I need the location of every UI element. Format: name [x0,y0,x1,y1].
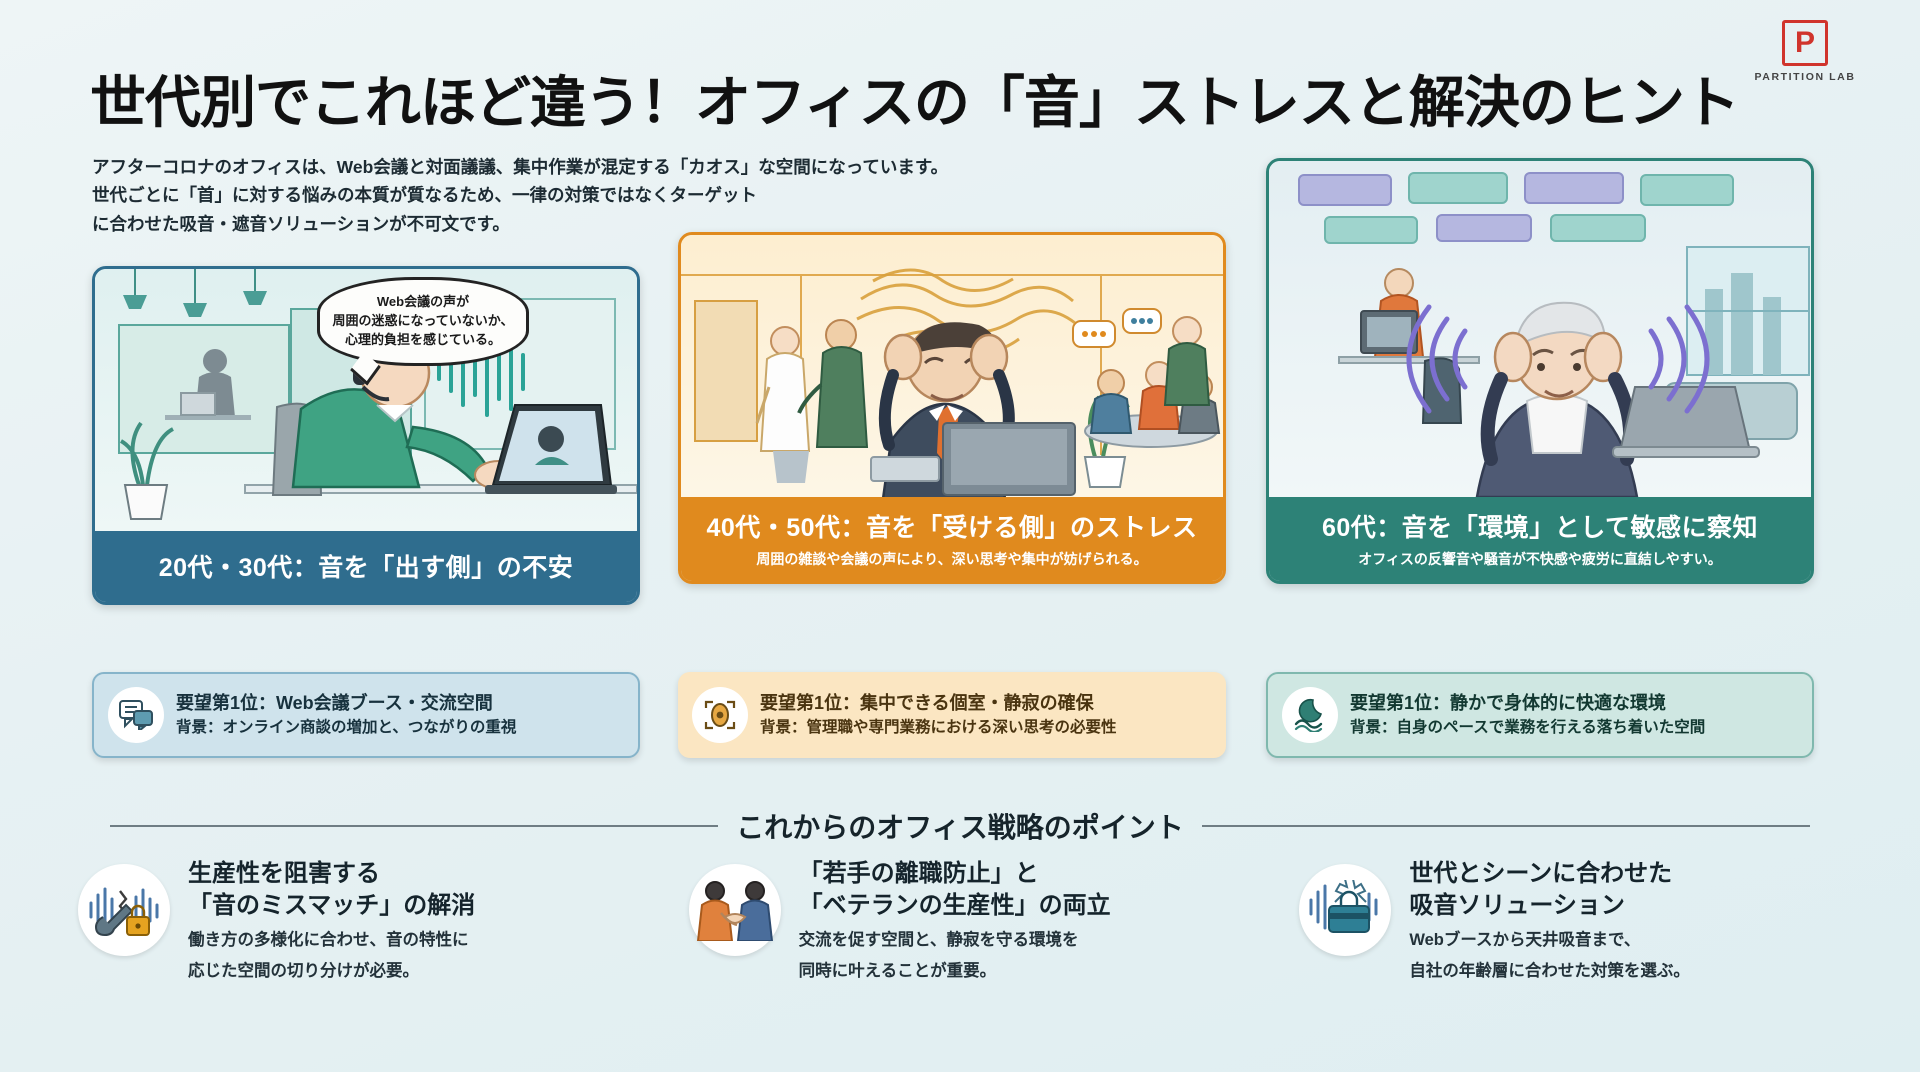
strategy-point-1-title-line-1: 生産性を阻害する [188,860,380,887]
note-40s-50s: 要望第1位：集中できる個室・静寂の確保 背景：管理職や専門業務における深い思考の… [678,672,1226,758]
strategy-point-3: 世代とシーンに合わせた 吸音ソリューション Webブースから天井吸音まで、 自社… [1265,856,1876,1036]
strategy-point-1-body-line-1: 働き方の多様化に合わせ、音の特性に [188,931,469,950]
brand-name: PARTITION LAB [1754,71,1856,83]
strategy-point-3-body-line-1: Webブースから天井吸音まで、 [1409,931,1641,950]
panel-60s-caption-sub: オフィスの反響音や騒音が不快感や疲労に直結しやすい。 [1358,551,1722,567]
partition-lab-logo-icon: P [1782,20,1828,66]
panel-40s-50s-illustration [681,235,1223,497]
divider-line-left [110,825,719,827]
strategy-point-2: 「若手の離職防止」と 「ベテランの生産性」の両立 交流を促す空間と、静寂を守る環… [655,856,1266,1036]
moon-wave-icon [1282,687,1338,743]
strategy-point-3-title-line-1: 世代とシーンに合わせた [1409,860,1673,887]
strategy-point-1-body-line-2: 応じた空間の切り分けが必要。 [188,962,419,981]
intro-paragraph: アフターコロナのオフィスは、Web会議と対面議議、集中作業が混定する「カオス」な… [92,153,1876,238]
panel-60s: 60代：音を「環境」として敏感に察知 オフィスの反響音や騒音が不快感や疲労に直結… [1266,158,1814,584]
panel-40s-50s: 40代・50代：音を「受ける側」のストレス 周囲の雑談や会議の声により、深い思考… [678,232,1226,584]
note-20s-30s-line-2: 背景：オンライン商談の増加と、つながりの重視 [176,719,517,737]
strategy-point-2-title-line-1: 「若手の離職防止」と [798,860,1039,887]
focus-eye-icon [692,687,748,743]
intro-line-1: アフターコロナのオフィスは、Web会議と対面議議、集中作業が混定する「カオス」な… [92,157,949,177]
strategy-point-1: 生産性を阻害する 「音のミスマッチ」の解消 働き方の多様化に合わせ、音の特性に … [44,856,655,1036]
generation-panels: Web会議の声が 周囲の迷惑になっていないか、 心理的負担を感じている。 20代… [44,158,1876,662]
strategy-point-1-title-line-2: 「音のミスマッチ」の解消 [188,892,476,920]
divider-line-right [1201,825,1811,827]
strategy-point-2-title-line-2: 「ベテランの生産性」の両立 [798,892,1111,920]
strategy-heading-text: これからのオフィス戦略のポイント [736,812,1184,843]
strategy-point-2-body-line-2: 同時に叶えることが重要。 [798,962,997,981]
strategy-points: 生産性を阻害する 「音のミスマッチ」の解消 働き方の多様化に合わせ、音の特性に … [44,856,1876,1036]
strategy-section-heading: これからのオフィス戦略のポイント [110,806,1811,846]
note-40s-50s-line-1: 要望第1位：集中できる個室・静寂の確保 [760,692,1094,713]
speech-bubbles-icon [108,687,164,743]
panel-40s-50s-caption-title: 40代・50代：音を「受ける側」のストレス [706,514,1198,542]
panel-40s-50s-caption: 40代・50代：音を「受ける側」のストレス 周囲の雑談や会議の声により、深い思考… [681,497,1223,581]
handshake-people-icon [688,864,781,956]
bubble-line-1: Web会議の声が [376,294,470,309]
note-60s: 要望第1位：静かで身体的に快適な環境 背景：自身のペースで業務を行える落ち着いた… [1266,672,1814,758]
intro-line-3: に合わせた吸音・遮音ソリューションが不可文です。 [92,213,510,234]
panel-60s-caption-title: 60代：音を「環境」として敏感に察知 [1321,514,1759,542]
intro-line-2: 世代ごとに「首」に対する悩みの本質が質なるため、一律の対策ではなくターゲット [92,185,757,206]
note-20s-30s-line-1: 要望第1位：Web会議ブース・交流空間 [176,692,493,713]
note-20s-30s: 要望第1位：Web会議ブース・交流空間 背景：オンライン商談の増加と、つながりの… [92,672,640,758]
note-60s-line-2: 背景：自身のペースで業務を行える落ち着いた空間 [1350,719,1706,737]
wrench-lock-soundwave-icon [78,864,170,956]
bubble-line-3: 心理的負担を感じている。 [344,331,501,347]
strategy-point-2-body-line-1: 交流を促す空間と、静寂を守る環境を [798,931,1079,950]
bubble-line-2: 周囲の迷惑になっていないか、 [332,312,514,328]
panel-60s-caption: 60代：音を「環境」として敏感に察知 オフィスの反響音や騒音が不快感や疲労に直結… [1269,497,1811,581]
panel-20s-30s-caption: 20代・30代：音を「出す側」の不安 [95,531,637,602]
panel-20s-30s-caption-title: 20代・30代：音を「出す側」の不安 [158,554,574,582]
speech-bubble-20s-30s: Web会議の声が 周囲の迷惑になっていないか、 心理的負担を感じている。 [317,277,529,366]
panel-20s-30s: Web会議の声が 周囲の迷惑になっていないか、 心理的負担を感じている。 20代… [92,266,640,605]
brand-logo: P PARTITION LAB [1730,20,1880,83]
page-title: 世代別でこれほど違う！オフィスの「音」ストレスと解決のヒント [90,71,1740,134]
panel-notes: 要望第1位：Web会議ブース・交流空間 背景：オンライン商談の増加と、つながりの… [44,672,1876,772]
panel-60s-illustration [1269,161,1811,497]
toolbox-soundwave-icon [1299,864,1392,956]
strategy-point-3-body-line-2: 自社の年齢層に合わせた対策を選ぶ。 [1409,962,1690,981]
panel-40s-50s-caption-sub: 周囲の雑談や会議の声により、深い思考や集中が妨げられる。 [756,551,1148,567]
note-40s-50s-line-2: 背景：管理職や専門業務における深い思考の必要性 [760,719,1117,737]
note-60s-line-1: 要望第1位：静かで身体的に快適な環境 [1350,692,1667,713]
panel-20s-30s-illustration: Web会議の声が 周囲の迷惑になっていないか、 心理的負担を感じている。 [95,269,637,531]
strategy-point-3-title-line-2: 吸音ソリューション [1409,892,1625,920]
